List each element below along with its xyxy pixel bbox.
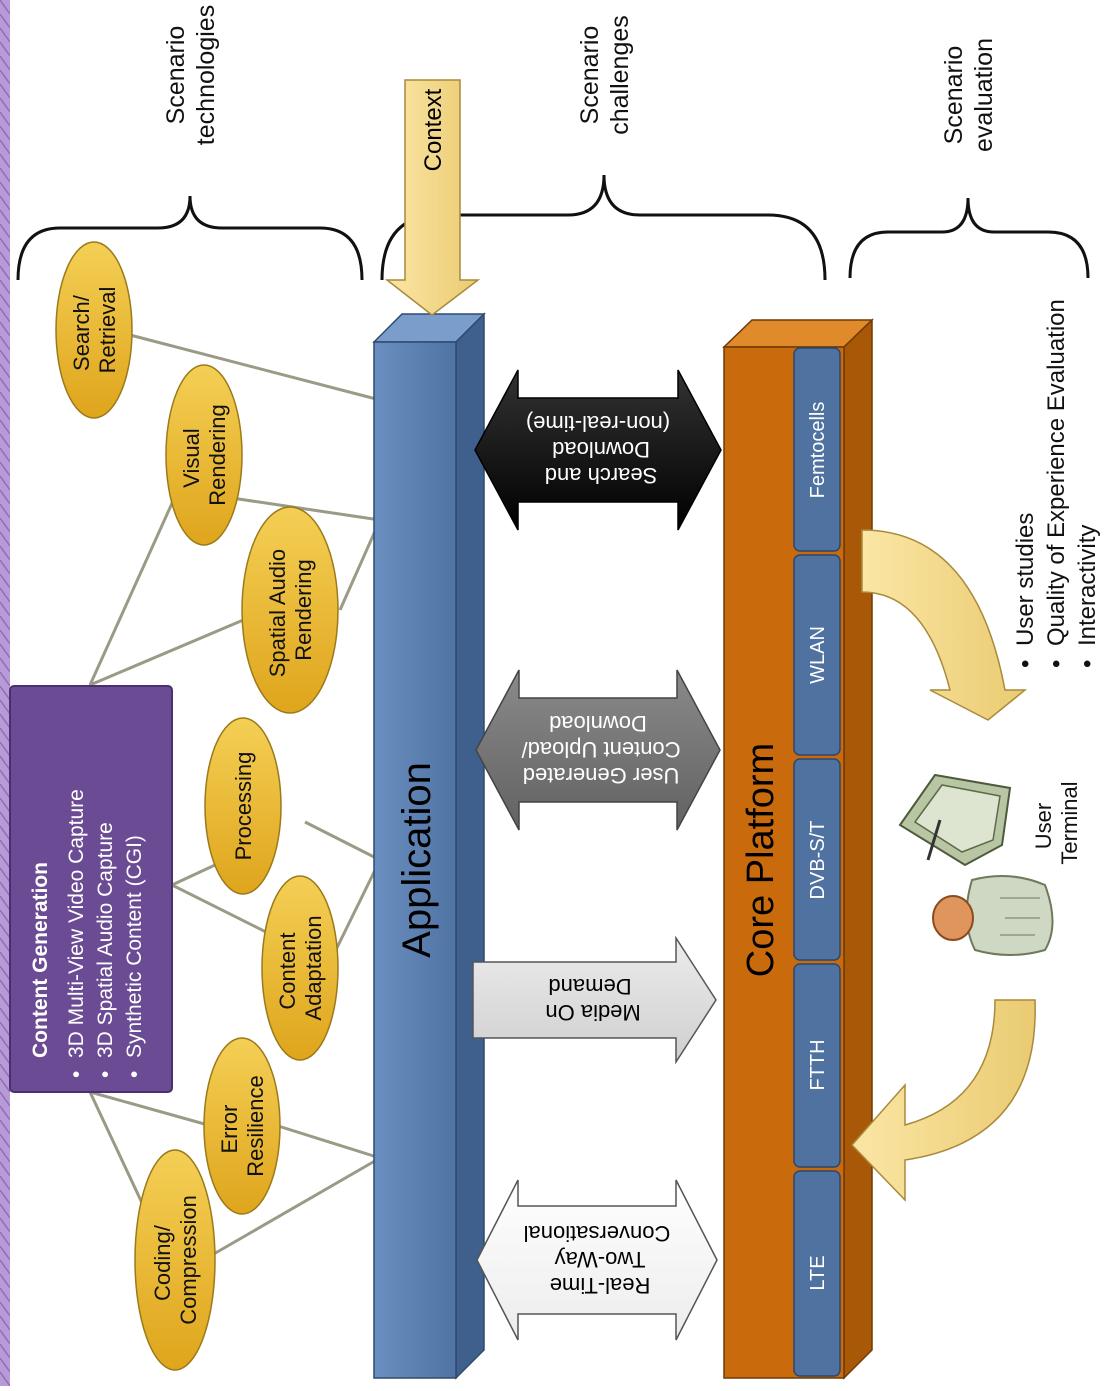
- challenge-search-download: Search and Download (non-real-time): [474, 369, 722, 531]
- challenge-real-time-conversational: Real-Time Two-Way Conversational: [476, 1179, 718, 1341]
- svg-text:Visual Rendering: Visual Rendering: [179, 404, 230, 506]
- eval-bullet-1: •: [1012, 660, 1039, 668]
- tech-visual-line1: Visual: [179, 428, 204, 488]
- context-label: Context: [420, 88, 447, 171]
- header-challenges-line2: challenges: [606, 15, 634, 135]
- eval-item-3: Interactivity: [1074, 525, 1101, 646]
- user-figure-icon: [932, 875, 1054, 956]
- header-challenges-line1: Scenario: [576, 26, 604, 125]
- tech-visual-rendering: Visual Rendering: [165, 364, 243, 546]
- user-head-icon: [932, 895, 974, 941]
- cg-bullet-1: •: [65, 1071, 88, 1078]
- tech-processing: Processing: [204, 717, 282, 895]
- network-lte: LTE: [793, 1170, 841, 1377]
- application-bar: Application: [372, 312, 486, 1380]
- svg-text:Real-Time Two-Way: Real-Time Two-Way Conversational: [524, 1221, 671, 1298]
- tech-spatial-audio-rendering: Spatial Audio Rendering: [241, 506, 339, 714]
- network-lte-label: LTE: [807, 1255, 829, 1290]
- header-technologies: Scenario technologies: [162, 5, 220, 145]
- network-ftth-label: FTTH: [807, 1039, 829, 1090]
- tech-error-resilience: Error Resilience: [203, 1037, 281, 1215]
- network-ftth: FTTH: [793, 963, 841, 1168]
- eval-bullet-2: •: [1043, 660, 1070, 668]
- cg-item-1: 3D Multi-View Video Capture: [65, 789, 88, 1058]
- user-terminal-label: User Terminal: [1031, 781, 1082, 864]
- ugc-line3: Download: [549, 711, 647, 736]
- realtime-line3: Conversational: [524, 1221, 671, 1246]
- brace-evaluation: [848, 197, 1090, 279]
- header-challenges: Scenario challenges: [576, 15, 634, 135]
- tech-spatial-line2: Rendering: [291, 559, 316, 661]
- cg-bullet-2: •: [94, 1071, 117, 1078]
- content-generation-box: Content Generation • 3D Multi-View Video…: [9, 685, 173, 1093]
- network-dvb: DVB-S/T: [793, 758, 841, 961]
- challenge-user-generated-content: User Generated Content Upload/ Download: [475, 669, 721, 831]
- tech-search-line2: Retrieval: [95, 287, 120, 374]
- tablet-icon: [898, 773, 1012, 867]
- svg-text:Error Resilience: Error Resilience: [217, 1075, 268, 1177]
- eval-arrow-lower: [850, 999, 1036, 1202]
- cg-bullet-3: •: [123, 1071, 146, 1078]
- network-wlan: WLAN: [793, 554, 841, 756]
- search-download-line1: Search and: [545, 463, 658, 488]
- left-border-stripe: [0, 0, 10, 1386]
- eval-item-1: User studies: [1012, 513, 1039, 646]
- svg-text:Search and Download: Search and Download (non-real-time): [526, 411, 670, 488]
- tech-search-retrieval: Search/ Retrieval: [55, 241, 133, 419]
- mod-line2: Demand: [548, 974, 631, 999]
- stylus-icon: [926, 819, 942, 861]
- tech-coding-line1: Coding/: [150, 1224, 175, 1301]
- header-technologies-line1: Scenario: [162, 26, 190, 125]
- evaluation-list: • User studies • Quality of Experience E…: [1012, 299, 1101, 668]
- svg-text:Media On Demand: Media On Demand: [539, 974, 641, 1025]
- svg-text:User Generated Content U: User Generated Content Upload/ Download: [515, 711, 680, 788]
- ugc-line2: Content Upload/: [521, 737, 681, 762]
- tech-coding-line2: Compression: [176, 1195, 201, 1325]
- tech-spatial-line1: Spatial Audio: [265, 549, 290, 677]
- tech-content-adaptation: Content Adaptation: [261, 875, 339, 1061]
- cg-item-3: Synthetic Content (CGI): [123, 835, 146, 1058]
- search-download-line3: (non-real-time): [526, 411, 670, 436]
- ugc-line1: User Generated: [523, 763, 680, 788]
- tech-adaptation-line1: Content: [275, 933, 300, 1010]
- tech-error-line2: Resilience: [243, 1075, 268, 1177]
- header-evaluation-line1: Scenario: [940, 46, 968, 145]
- context-arrow: Context: [384, 79, 481, 316]
- tech-coding-compression: Coding/ Compression: [134, 1149, 216, 1371]
- tech-adaptation-line2: Adaptation: [301, 915, 326, 1020]
- eval-bullet-3: •: [1074, 660, 1101, 668]
- mod-line1: Media On: [545, 1000, 640, 1025]
- eval-arrow-upper: [861, 529, 1028, 721]
- realtime-line1: Real-Time: [550, 1273, 651, 1298]
- header-evaluation: Scenario evaluation: [940, 38, 998, 152]
- challenge-media-on-demand: Media On Demand: [472, 935, 717, 1065]
- content-generation-title: Content Generation: [29, 862, 52, 1058]
- cg-item-2: 3D Spatial Audio Capture: [94, 822, 117, 1058]
- svg-text:Coding/ Compression: Coding/ Compression: [150, 1195, 201, 1325]
- network-dvb-label: DVB-S/T: [807, 821, 829, 900]
- svg-text:Spatial Audio Rendering: Spatial Audio Rendering: [265, 543, 316, 678]
- application-label: Application: [395, 762, 439, 958]
- svg-text:Content Adaptation: Content Adaptation: [275, 915, 326, 1020]
- core-platform-label: Core Platform: [740, 743, 782, 977]
- network-femtocells-label: Femtocells: [807, 402, 829, 499]
- brace-technologies: [16, 195, 364, 281]
- eval-item-2: Quality of Experience Evaluation: [1043, 299, 1070, 646]
- network-femtocells: Femtocells: [793, 347, 841, 552]
- svg-text:Search/ Retrieval: Search/ Retrieval: [69, 287, 120, 374]
- realtime-line2: Two-Way: [555, 1247, 646, 1272]
- tech-error-line1: Error: [217, 1105, 242, 1154]
- user-terminal-line2: Terminal: [1057, 781, 1082, 864]
- tech-processing-label: Processing: [231, 752, 256, 861]
- tech-search-line1: Search/: [69, 294, 94, 371]
- tech-visual-line2: Rendering: [205, 404, 230, 506]
- network-wlan-label: WLAN: [807, 626, 829, 684]
- user-terminal-line1: User: [1031, 803, 1056, 849]
- header-evaluation-line2: evaluation: [970, 38, 998, 152]
- search-download-line2: Download: [552, 437, 650, 462]
- header-technologies-line2: technologies: [192, 5, 220, 145]
